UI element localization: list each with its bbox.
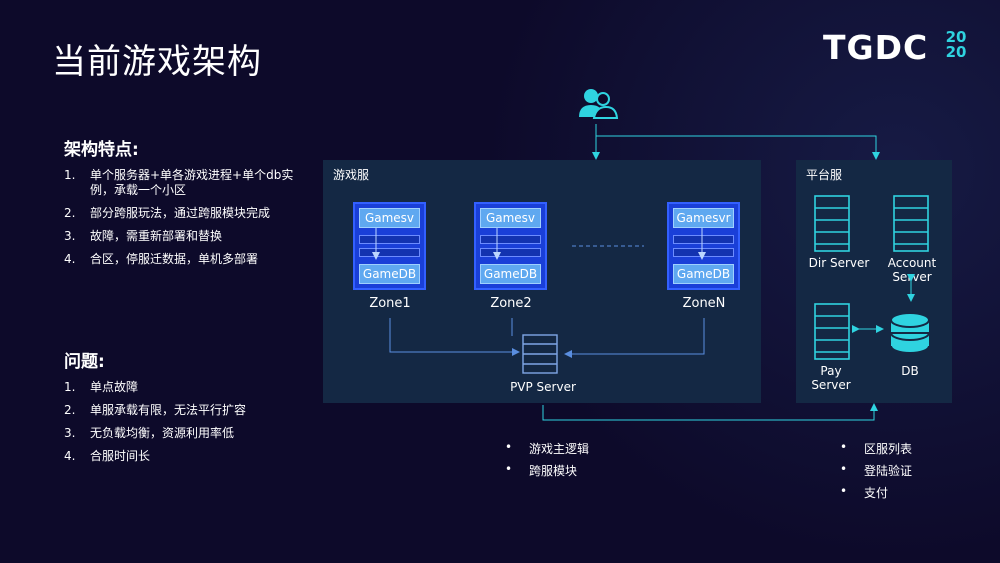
list-item: •支付 bbox=[840, 484, 889, 500]
problems-list: 1.单点故障 2.单服承载有限，无法平行扩容 3.无负载均衡，资源利用率低 4.… bbox=[64, 380, 304, 472]
pay-server-label: Pay Server bbox=[811, 364, 851, 392]
logo-text: TGDC bbox=[823, 28, 929, 67]
list-item: •跨服模块 bbox=[505, 462, 578, 478]
logo-year-top: 20 bbox=[945, 28, 967, 46]
zone-box-2: Gamesv GameDB bbox=[474, 202, 547, 290]
list-item: •区服列表 bbox=[840, 440, 913, 456]
zone-pvp-lines bbox=[389, 318, 705, 358]
platform-server-label: 平台服 bbox=[806, 168, 843, 182]
users-icon bbox=[579, 89, 619, 119]
pvp-server-label: PVP Server bbox=[510, 380, 576, 394]
zone-stripe bbox=[359, 235, 420, 244]
list-item: 1.单点故障 bbox=[64, 380, 139, 394]
account-server-icon bbox=[893, 195, 929, 252]
features-heading: 架构特点: bbox=[64, 140, 139, 160]
zone-label: Zone2 bbox=[490, 296, 532, 311]
game-platform-link bbox=[542, 403, 878, 421]
problems-heading: 问题: bbox=[64, 352, 105, 372]
features-list: 1.单个服务器+单各游戏进程+单个db实例，承载一个小区 2.部分跨服玩法，通过… bbox=[64, 168, 304, 275]
list-item: 3.故障，需重新部署和替换 bbox=[64, 229, 223, 243]
game-notes: •游戏主逻辑 •跨服模块 bbox=[505, 440, 589, 484]
list-item: 4.合服时间长 bbox=[64, 449, 151, 463]
gamedb-box: GameDB bbox=[673, 264, 734, 284]
zone-stripe bbox=[480, 235, 541, 244]
dir-server-label: Dir Server bbox=[808, 256, 870, 270]
list-item: 2.单服承载有限，无法平行扩容 bbox=[64, 403, 247, 417]
db-label: DB bbox=[901, 364, 919, 378]
zone-stripe bbox=[480, 248, 541, 257]
zone-stripe bbox=[673, 235, 734, 244]
list-item: •游戏主逻辑 bbox=[505, 440, 590, 456]
list-item: •登陆验证 bbox=[840, 462, 913, 478]
list-item: 3.无负载均衡，资源利用率低 bbox=[64, 426, 235, 440]
zone-inner-arrows bbox=[372, 228, 706, 260]
user-link-lines bbox=[592, 124, 880, 160]
zone-box-1: Gamesv GameDB bbox=[353, 202, 426, 290]
zone-label: ZoneN bbox=[682, 296, 726, 311]
database-icon bbox=[890, 312, 930, 354]
zone-stripe bbox=[359, 248, 420, 257]
dir-server-icon bbox=[814, 195, 850, 252]
list-item: 1.单个服务器+单各游戏进程+单个db实例，承载一个小区 bbox=[64, 168, 294, 197]
platform-notes: •区服列表 •登陆验证 •支付 bbox=[840, 440, 912, 506]
logo-year: 20 20 bbox=[943, 30, 969, 60]
pvp-server-icon bbox=[522, 334, 558, 374]
gamedb-box: GameDB bbox=[480, 264, 541, 284]
gamedb-box: GameDB bbox=[359, 264, 420, 284]
zone-box-n: Gamesvr GameDB bbox=[667, 202, 740, 290]
list-item: 4.合区，停服迁数据，单机多部署 bbox=[64, 252, 259, 266]
logo-year-bottom: 20 bbox=[945, 43, 967, 61]
list-item: 2.部分跨服玩法，通过跨服模块完成 bbox=[64, 206, 271, 220]
zone-label: Zone1 bbox=[369, 296, 411, 311]
gamesvr-box: Gamesvr bbox=[673, 208, 734, 228]
game-server-label: 游戏服 bbox=[333, 168, 370, 182]
gamesv-box: Gamesv bbox=[359, 208, 420, 228]
gamesv-box: Gamesv bbox=[480, 208, 541, 228]
platform-arrows bbox=[852, 274, 915, 333]
pay-server-icon bbox=[814, 303, 850, 360]
page-title: 当前游戏架构 bbox=[52, 42, 262, 82]
